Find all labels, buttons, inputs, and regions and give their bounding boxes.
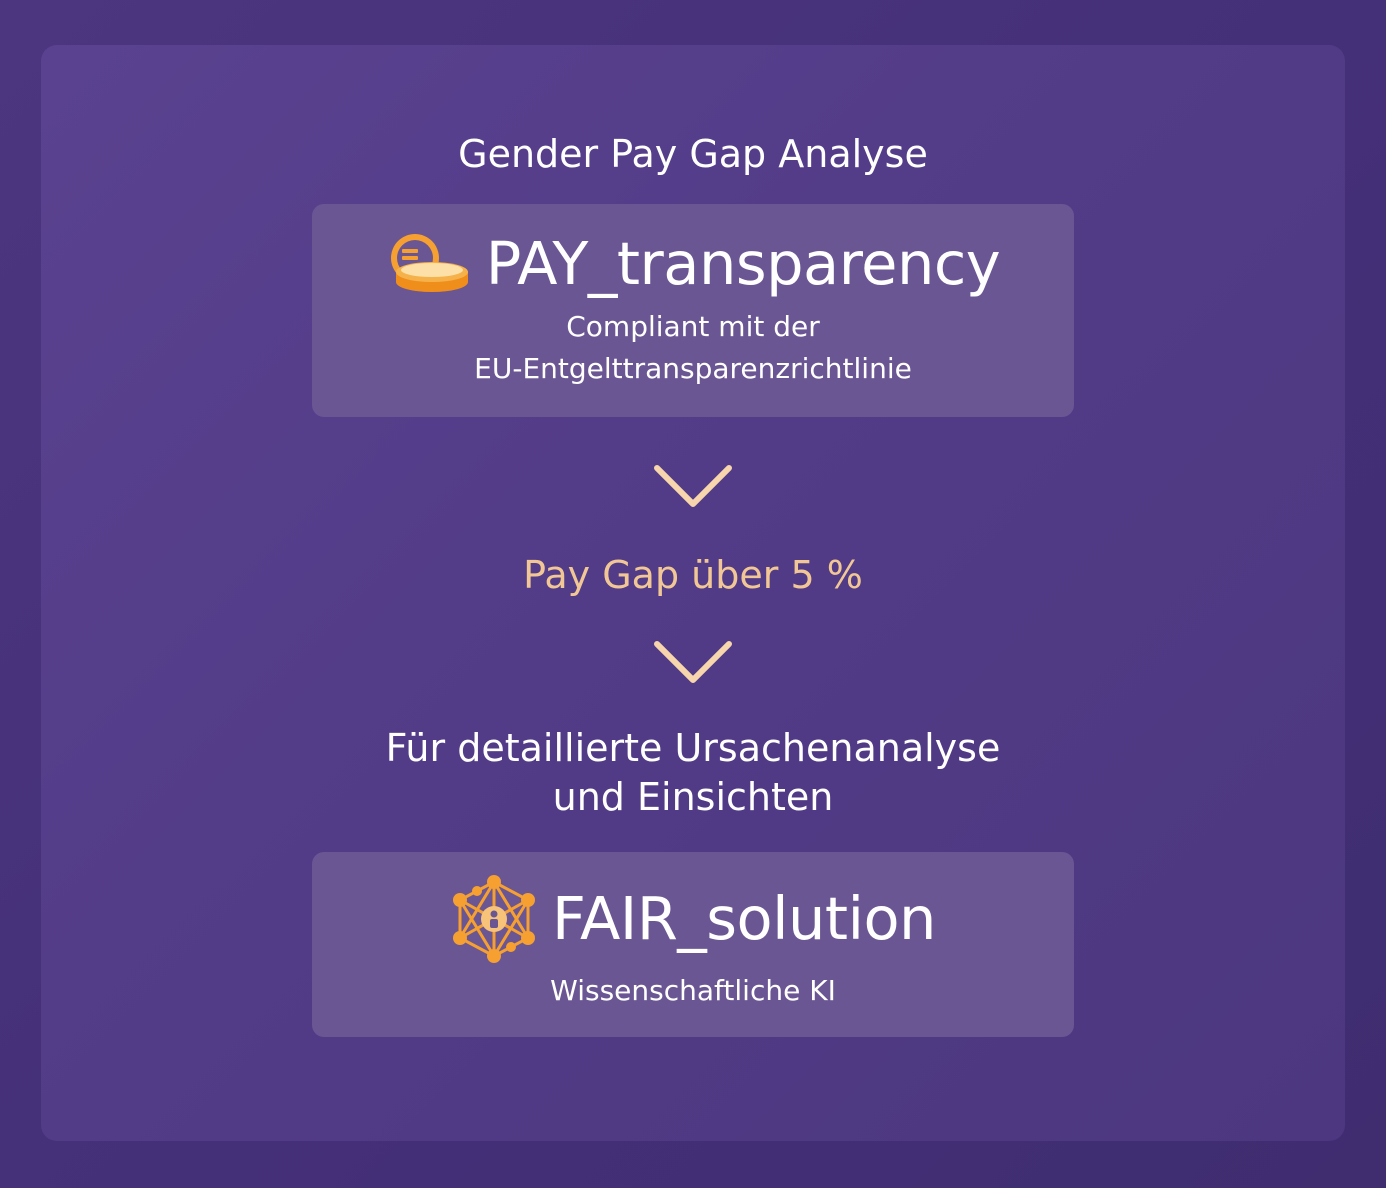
- subtitle-line: EU-Entgelttransparenzrichtlinie: [474, 352, 912, 385]
- fair-solution-brand: FAIR_solution: [312, 875, 1074, 963]
- detail-line: und Einsichten: [552, 775, 834, 819]
- chevron-down-icon: [654, 641, 732, 683]
- pay-transparency-subtitle: Compliant mit der EU-Entgelttransparenzr…: [312, 306, 1074, 390]
- pay-transparency-card: PAY_transparency Compliant mit der EU-En…: [312, 204, 1074, 417]
- page-title: Gender Pay Gap Analyse: [458, 132, 928, 176]
- fair-solution-name: FAIR_solution: [552, 884, 936, 953]
- coin-stack-icon: [390, 234, 468, 292]
- detail-line: Für detaillierte Ursachenanalyse: [385, 726, 1001, 770]
- fair-solution-card: FAIR_solution Wissenschaftliche KI: [312, 852, 1074, 1037]
- pay-gap-threshold: Pay Gap über 5 %: [523, 553, 863, 597]
- pay-transparency-name: PAY_transparency: [485, 229, 1001, 298]
- detail-analysis-text: Für detaillierte Ursachenanalyse und Ein…: [0, 724, 1386, 822]
- fair-solution-subtitle: Wissenschaftliche KI: [550, 974, 836, 1007]
- pay-transparency-brand: PAY_transparency: [312, 226, 1074, 302]
- network-person-icon: [453, 875, 536, 963]
- subtitle-line: Compliant mit der: [566, 310, 820, 343]
- chevron-down-icon: [654, 465, 732, 507]
